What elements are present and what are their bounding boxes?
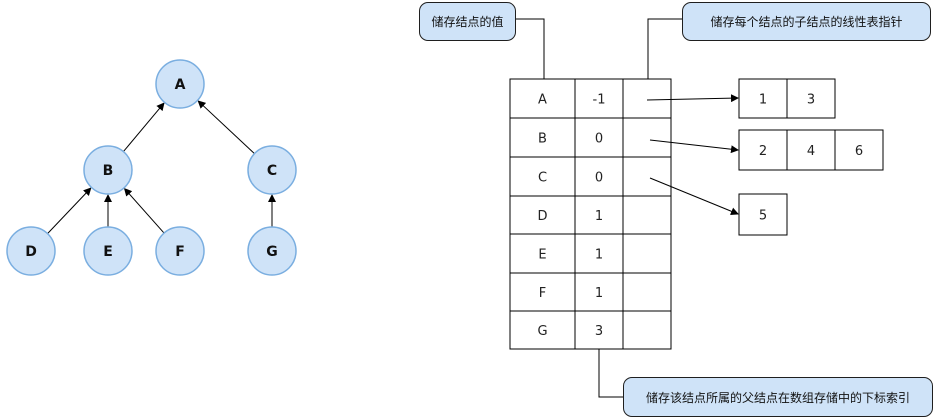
tree-node-label: E [103, 244, 113, 260]
tree-node-label: F [175, 244, 185, 260]
child-list-value: 5 [759, 209, 767, 224]
table-cell-parent: -1 [593, 93, 606, 108]
table-cell-parent: 1 [595, 248, 603, 263]
child-list-value: 1 [759, 93, 767, 108]
child-list-cell [738, 78, 788, 119]
tree-node-label: A [175, 77, 186, 93]
callout-parent-index: 储存该结点所属的父结点在数组存储中的下标索引 [623, 377, 933, 417]
tree-edge-b-a [123, 102, 165, 152]
child-list-value: 6 [855, 144, 863, 159]
tree-node-label: C [267, 163, 277, 179]
child-list-value: 2 [759, 144, 767, 159]
tree-node-e: E [83, 226, 133, 276]
table-cell-node: E [538, 248, 546, 263]
tree-edge-d-b [47, 187, 92, 234]
tree-node-g: G [247, 226, 297, 276]
table-border [509, 78, 672, 350]
table-cell-parent: 0 [595, 132, 603, 147]
tree-node-circle [83, 145, 133, 195]
tree-node-circle [247, 145, 297, 195]
pointer-arrow-b [649, 139, 739, 154]
tree-node-label: G [266, 244, 278, 260]
child-list-cell [738, 193, 788, 236]
tree-node-label: B [103, 163, 114, 179]
table-cell-node: B [538, 132, 547, 147]
table-cell-node: D [537, 209, 547, 224]
tree-node-circle [247, 226, 297, 276]
tree-node-circle [155, 226, 205, 276]
connector-child-list [647, 18, 682, 79]
child-list-cell [786, 78, 836, 119]
tree-node-d: D [6, 226, 56, 276]
table-cell-node: G [537, 324, 547, 339]
table-cell-parent: 3 [595, 324, 603, 339]
pointer-arrow-c [649, 177, 739, 216]
table-row: A -1 [538, 93, 605, 108]
child-list-c: 5 [738, 193, 788, 236]
table-cell-node: A [538, 93, 547, 108]
table-cell-node: C [538, 171, 547, 186]
table-cell-node: F [539, 286, 546, 301]
tree-node-circle [6, 226, 56, 276]
child-list-cell [738, 129, 788, 171]
tree-node-a: A [155, 59, 205, 109]
table-cell-parent: 0 [595, 171, 603, 186]
tree-node-circle [155, 59, 205, 109]
child-list-value: 3 [807, 93, 815, 108]
callout-connectors [516, 18, 682, 398]
connector-value [516, 18, 545, 79]
callout-child-list: 储存每个结点的子结点的线性表指针 [682, 2, 931, 41]
connector-parent-index [598, 349, 623, 398]
tree-node-c: C [247, 145, 297, 195]
tree-edges [47, 100, 276, 234]
child-list-b: 2 4 6 [738, 129, 884, 171]
child-list-cell [786, 129, 836, 171]
tree-edge-f-b [123, 187, 165, 234]
tree-nodes: A B C D E F G [6, 59, 297, 276]
table-cell-parent: 1 [595, 286, 603, 301]
tree-node-label: D [25, 244, 37, 260]
child-list-cell [834, 129, 884, 171]
child-list-value: 4 [807, 144, 815, 159]
tree-node-circle [83, 226, 133, 276]
pointer-arrow-a [646, 94, 739, 103]
tree-node-f: F [155, 226, 205, 276]
tree-node-b: B [83, 145, 133, 195]
table-cell-parent: 1 [595, 209, 603, 224]
tree-edge-c-a [197, 100, 255, 154]
callout-value: 储存结点的值 [419, 2, 516, 41]
